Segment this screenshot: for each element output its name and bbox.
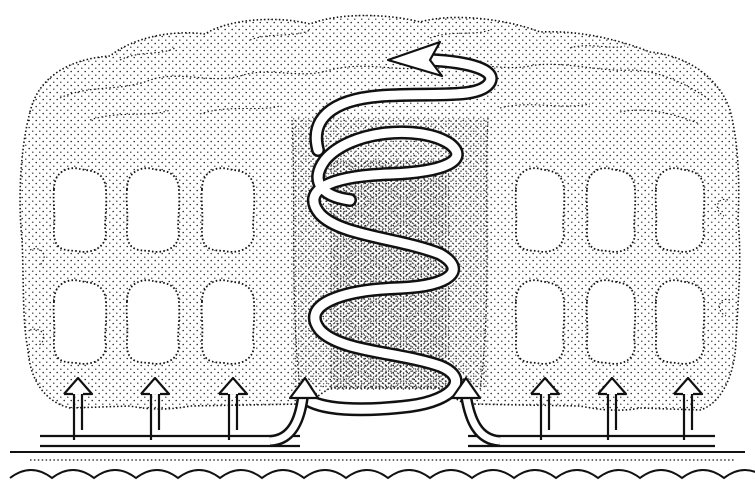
- cloud-cell-right-4: [516, 280, 565, 364]
- ocean-waves-icon: [10, 470, 755, 478]
- cloud-cell-right-5: [587, 280, 636, 364]
- cloud-cell-right-2: [587, 168, 636, 252]
- cloud-cell-left-2: [127, 168, 180, 252]
- inflow-channel-right: [468, 436, 715, 446]
- cloud-cell-left-6: [202, 280, 255, 364]
- ocean-surface: [10, 452, 755, 478]
- cloud-cell-left-4: [54, 280, 107, 364]
- cloud-cell-right-1: [516, 168, 565, 252]
- cloud-cell-left-3: [202, 168, 255, 252]
- cloud-cell-right-3: [656, 168, 705, 252]
- cloud-cell-right-6: [656, 280, 705, 364]
- cloud-cell-left-5: [127, 280, 180, 364]
- cloud-cell-left-1: [54, 168, 107, 252]
- inflow-channel-left: [40, 436, 300, 446]
